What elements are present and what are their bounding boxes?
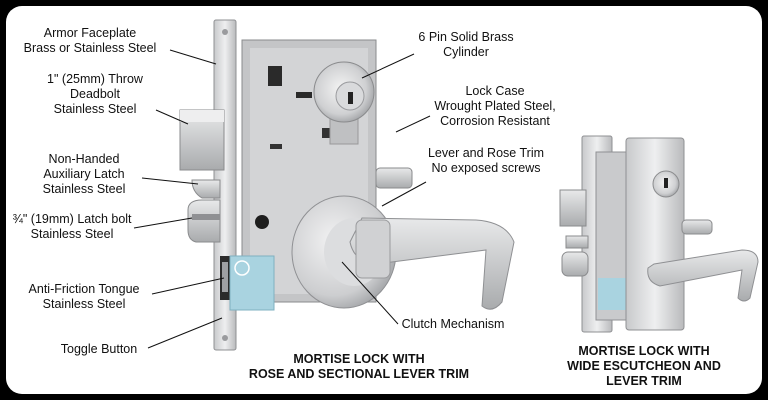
callout-cylinder: 6 Pin Solid Brass Cylinder	[410, 30, 522, 60]
secondary-deadbolt	[559, 189, 587, 227]
callout-deadbolt-line3: Stainless Steel	[53, 102, 137, 116]
callout-faceplate-line2: Brass or Stainless Steel	[23, 41, 157, 55]
wide-escutcheon	[625, 137, 685, 331]
auxiliary-latch	[191, 179, 221, 199]
caption-main: MORTISE LOCK WITH ROSE AND SECTIONAL LEV…	[234, 352, 484, 382]
spindle-stub	[375, 167, 413, 189]
callout-aux-latch-line3: Stainless Steel	[42, 182, 126, 196]
callout-lever-rose-line1: Lever and Rose Trim	[427, 146, 545, 160]
caption-secondary: MORTISE LOCK WITH WIDE ESCUTCHEON AND LE…	[552, 344, 736, 389]
callout-latch-bolt: ¾" (19mm) Latch bolt Stainless Steel	[10, 212, 134, 242]
latch-bolt	[187, 199, 221, 243]
keyway	[348, 92, 353, 104]
secondary-ul-sticker	[598, 278, 626, 310]
lever-hub	[355, 219, 391, 279]
secondary-spindle-stub	[681, 219, 713, 235]
case-slot	[270, 144, 282, 149]
callout-deadbolt-line1: 1" (25mm) Throw	[47, 72, 143, 86]
callout-lock-case-line3: Corrosion Resistant	[440, 114, 550, 128]
callout-tongue-line2: Stainless Steel	[42, 297, 126, 311]
callout-cylinder-line2: Cylinder	[443, 45, 489, 59]
callout-lock-case-line1: Lock Case	[465, 84, 525, 98]
secondary-aux-latch	[565, 235, 589, 249]
callout-tongue: Anti-Friction Tongue Stainless Steel	[16, 282, 152, 312]
callout-toggle-line1: Toggle Button	[60, 342, 138, 356]
case-slot	[268, 66, 282, 86]
callout-aux-latch-line1: Non-Handed	[48, 152, 120, 166]
secondary-lever	[647, 249, 759, 302]
secondary-mortise-lock	[559, 135, 759, 333]
callout-lever-rose-line2: No exposed screws	[431, 161, 541, 175]
main-mortise-lock	[179, 19, 515, 351]
callout-deadbolt: 1" (25mm) Throw Deadbolt Stainless Steel	[32, 72, 158, 117]
callout-latch-bolt-line1: ¾" (19mm) Latch bolt	[12, 212, 132, 226]
caption-secondary-line3: LEVER TRIM	[606, 374, 682, 388]
callout-lever-rose: Lever and Rose Trim No exposed screws	[424, 146, 548, 176]
callout-aux-latch-line2: Auxiliary Latch	[43, 167, 125, 181]
product-diagram: Armor Faceplate Brass or Stainless Steel…	[6, 6, 762, 394]
callout-lock-case-line2: Wrought Plated Steel,	[434, 99, 556, 113]
callout-clutch-line1: Clutch Mechanism	[401, 317, 505, 331]
callout-toggle: Toggle Button	[50, 342, 148, 357]
latch-bolt-groove	[192, 214, 220, 220]
ul-logo	[234, 260, 250, 276]
secondary-keyway	[664, 178, 668, 188]
mortise-lock-illustration	[133, 19, 759, 351]
leader-lines	[133, 49, 431, 349]
faceplate-screw	[222, 335, 228, 341]
toggle-button	[222, 262, 228, 292]
callout-faceplate: Armor Faceplate Brass or Stainless Steel	[12, 26, 168, 56]
callout-deadbolt-line2: Deadbolt	[69, 87, 121, 101]
caption-main-line2: ROSE AND SECTIONAL LEVER TRIM	[248, 367, 470, 381]
deadbolt-top	[180, 110, 224, 122]
callout-aux-latch: Non-Handed Auxiliary Latch Stainless Ste…	[28, 152, 140, 197]
caption-secondary-line2: WIDE ESCUTCHEON AND	[567, 359, 721, 373]
case-pivot	[255, 215, 269, 229]
callout-cylinder-line1: 6 Pin Solid Brass	[418, 30, 514, 44]
callout-lock-case: Lock Case Wrought Plated Steel, Corrosio…	[426, 84, 564, 129]
callout-latch-bolt-line2: Stainless Steel	[30, 227, 114, 241]
caption-main-line1: MORTISE LOCK WITH	[293, 352, 425, 366]
callout-tongue-line1: Anti-Friction Tongue	[28, 282, 140, 296]
faceplate-screw	[222, 29, 228, 35]
caption-secondary-line1: MORTISE LOCK WITH	[578, 344, 710, 358]
callout-faceplate-line1: Armor Faceplate	[43, 26, 137, 40]
secondary-latch-bolt	[561, 251, 589, 277]
callout-clutch: Clutch Mechanism	[396, 317, 510, 332]
ul-listing-sticker	[229, 255, 275, 311]
case-slot	[296, 92, 312, 98]
case-hole	[322, 128, 332, 138]
